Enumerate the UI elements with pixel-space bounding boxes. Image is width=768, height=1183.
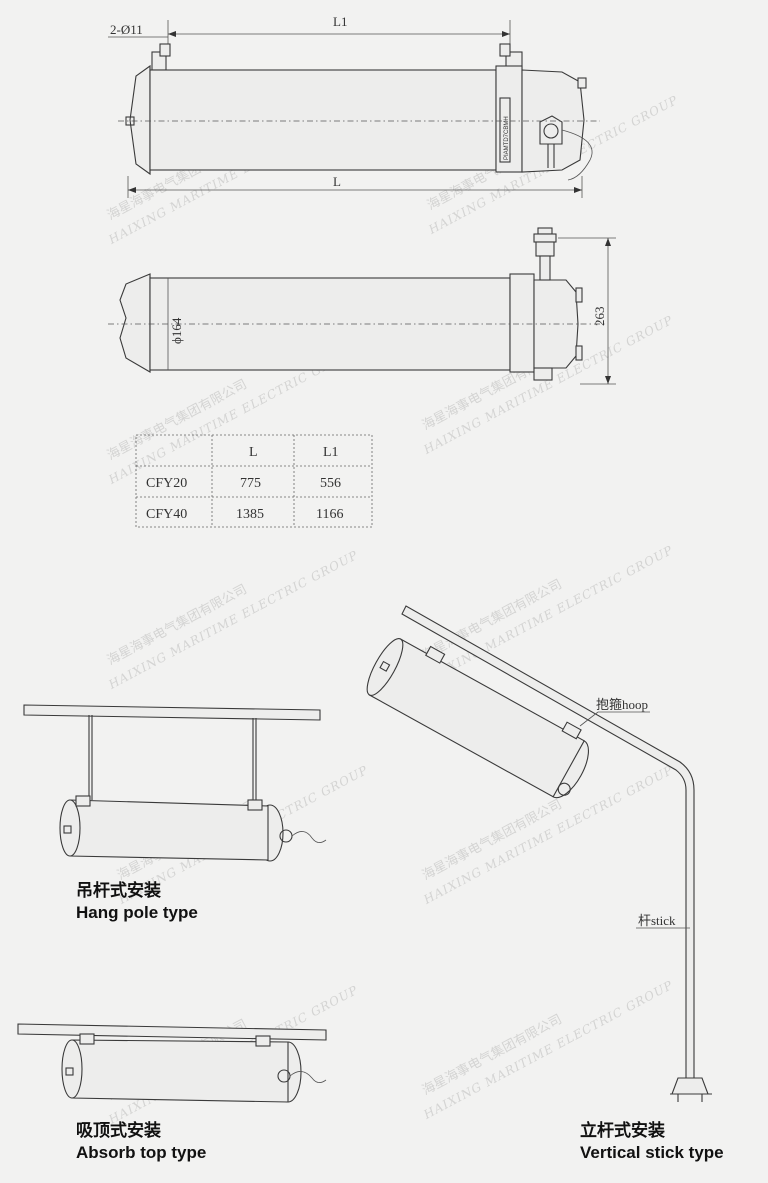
- table-cell: 1385: [236, 507, 264, 522]
- dim-holes-label: 2-Ø11: [110, 22, 143, 37]
- caption-absorb-cn: 吸顶式安装: [76, 1120, 161, 1140]
- vertical-stick-illustration: [366, 605, 712, 1102]
- watermark-en: HAIXING MARITIME ELECTRIC GROUP: [105, 548, 360, 693]
- dimension-table: L L1 CFY20 775 556 CFY40 1385 1166: [135, 434, 373, 528]
- plan-view: ϕ164 263: [108, 227, 616, 385]
- side-view: L1 2-Ø11 PIAMTD7CBMH L: [108, 14, 600, 198]
- caption-vertical-en: Vertical stick type: [580, 1143, 724, 1162]
- table-header: L1: [323, 445, 339, 460]
- hang-pole-illustration: [23, 704, 327, 862]
- dim-height-label: 263: [592, 307, 607, 327]
- table-cell: 556: [320, 476, 341, 491]
- caption-vertical-cn: 立杆式安装: [580, 1120, 665, 1140]
- table-cell: 775: [240, 476, 261, 491]
- dim-l1-label: L1: [333, 14, 347, 29]
- watermark-en: HAIXING MARITIME ELECTRIC GROUP: [420, 543, 675, 688]
- watermark-layer: 海星海事电气集团有限公司 HAIXING MARITIME ELECTRIC G…: [104, 93, 680, 1128]
- table-cell: CFY40: [146, 507, 187, 522]
- table-cell: CFY20: [146, 476, 187, 491]
- caption-absorb-en: Absorb top type: [76, 1143, 206, 1162]
- table-cell: 1166: [316, 507, 343, 522]
- dim-diameter-label: ϕ164: [169, 317, 184, 344]
- label-hoop: 抱箍hoop: [596, 697, 648, 712]
- dim-l-label: L: [333, 174, 341, 189]
- label-stick: 杆stick: [638, 913, 676, 928]
- caption-hang-cn: 吊杆式安装: [76, 880, 161, 900]
- watermark-en: HAIXING MARITIME ELECTRIC GROUP: [420, 978, 675, 1123]
- table-header: L: [249, 445, 258, 460]
- caption-hang-en: Hang pole type: [76, 903, 198, 922]
- absorb-top-illustration: [17, 1023, 327, 1103]
- nameplate-text: PIAMTD7CBMH: [504, 116, 510, 160]
